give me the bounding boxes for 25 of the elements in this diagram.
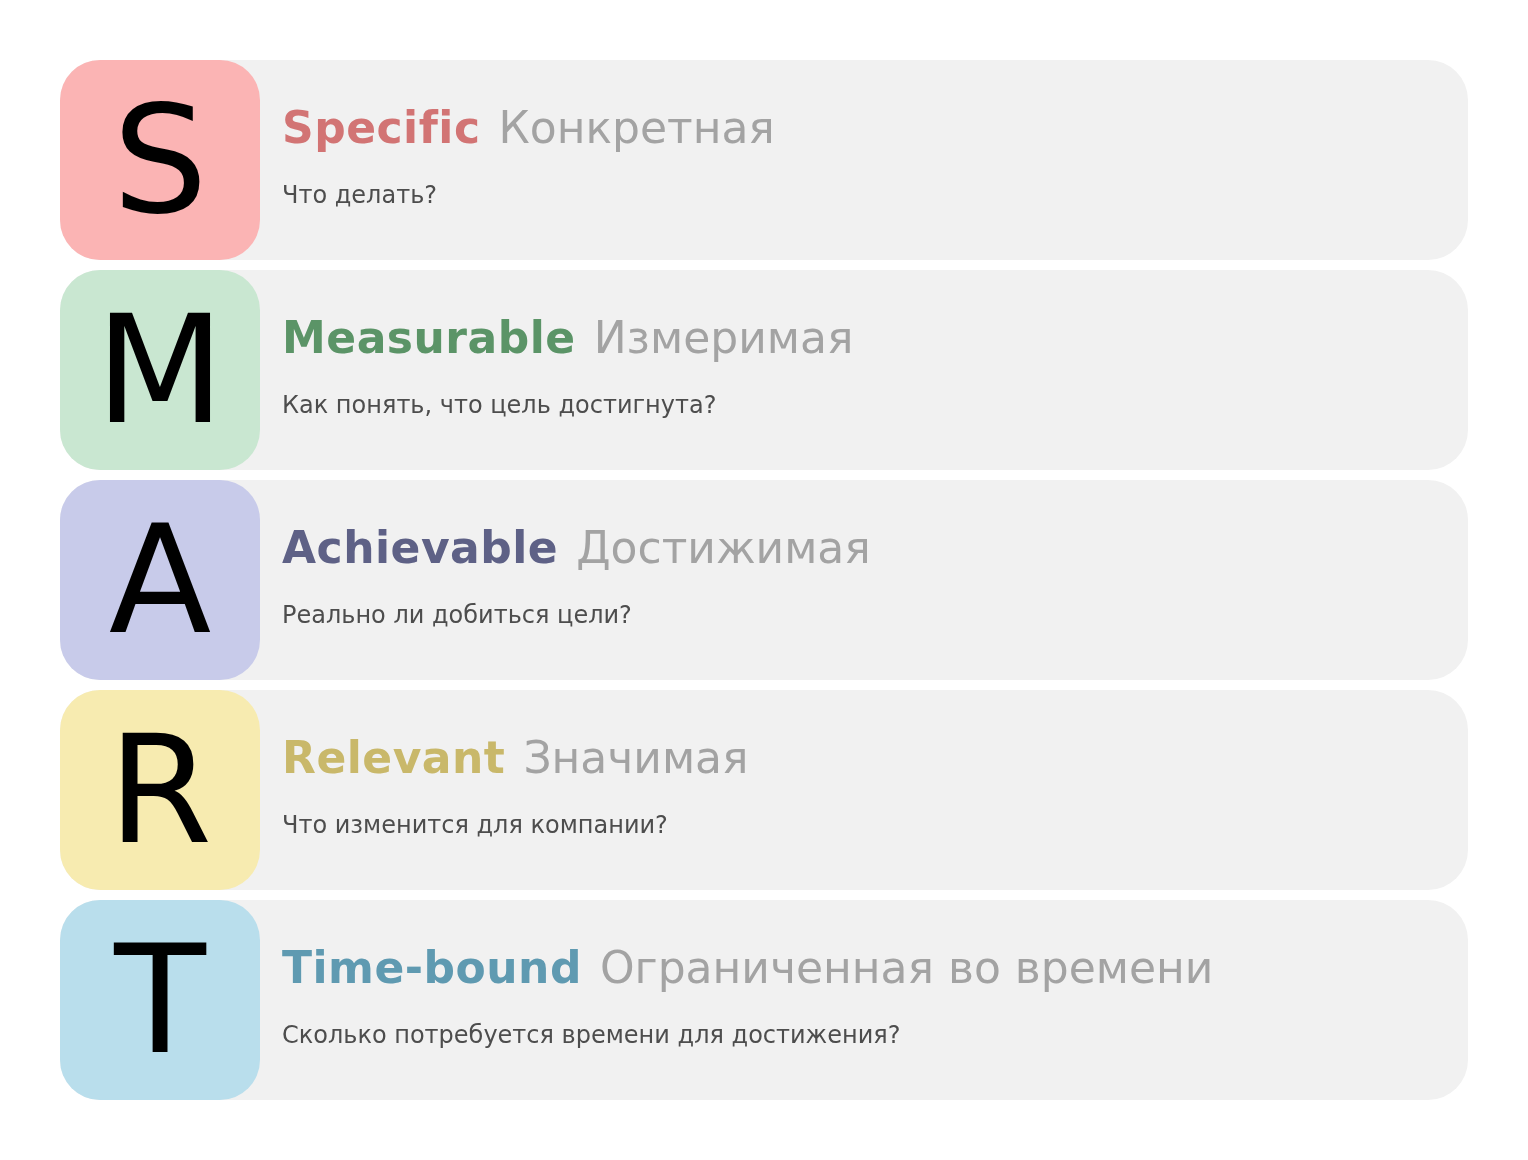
letter-tile: T: [60, 900, 260, 1100]
criterion-translation: Значимая: [523, 732, 749, 783]
criterion-translation: Конкретная: [498, 102, 775, 153]
criterion-panel: [60, 270, 1468, 470]
letter-tile: M: [60, 270, 260, 470]
criterion-term: Time-bound: [282, 942, 582, 993]
question-text: Что делать?: [282, 181, 437, 210]
criterion-term: Specific: [282, 102, 481, 153]
letter-tile: S: [60, 60, 260, 260]
criterion-panel: [60, 690, 1468, 890]
question-text: Сколько потребуется времени для достижения?: [282, 1021, 901, 1050]
question-text: Как понять, что цель достигнута?: [282, 391, 717, 420]
criterion-term: Relevant: [282, 732, 506, 783]
criterion-translation: Измеримая: [593, 312, 854, 363]
criterion-translation: Достижимая: [576, 522, 871, 573]
criterion-panel: [60, 900, 1468, 1100]
question-text: Что изменится для компании?: [282, 811, 668, 840]
letter-tile: R: [60, 690, 260, 890]
criterion-translation: Ограниченная во времени: [599, 942, 1214, 993]
criterion-term: Measurable: [282, 312, 576, 363]
criterion-term: Achievable: [282, 522, 559, 573]
criterion-panel: [60, 480, 1468, 680]
criterion-panel: [60, 60, 1468, 260]
letter-tile: A: [60, 480, 260, 680]
question-text: Реально ли добиться цели?: [282, 601, 632, 630]
